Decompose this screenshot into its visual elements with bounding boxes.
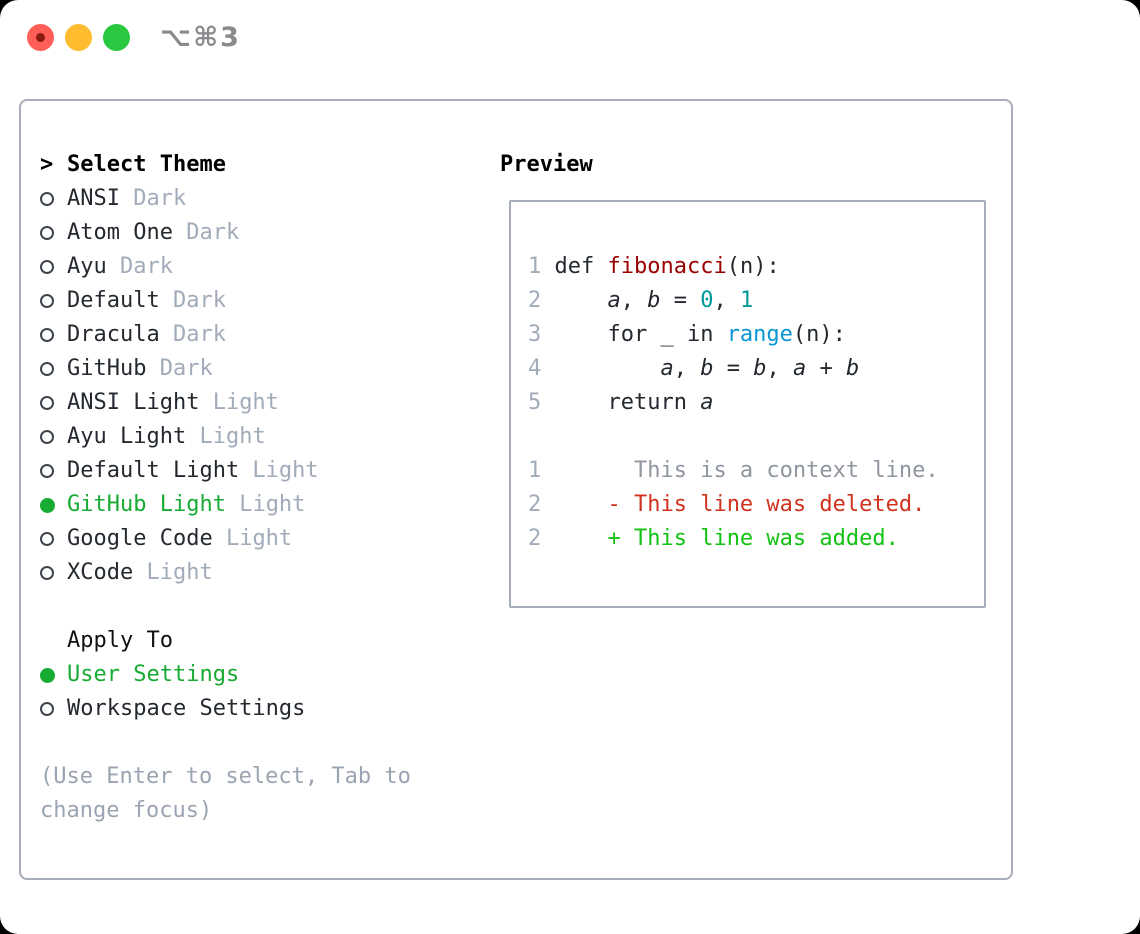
variant-label: Light bbox=[199, 390, 279, 415]
apply-option[interactable]: User Settings bbox=[40, 658, 480, 692]
option-label: GitHub bbox=[67, 356, 147, 381]
radio-unselected-icon bbox=[40, 260, 67, 274]
code-line: 1 This is a context line. bbox=[528, 458, 939, 483]
theme-option[interactable]: XCode Light bbox=[40, 556, 480, 590]
variant-label: Dark bbox=[159, 322, 226, 347]
radio-unselected-icon bbox=[40, 464, 67, 478]
option-label: XCode bbox=[67, 560, 134, 585]
option-label: Atom One bbox=[67, 220, 173, 245]
close-button[interactable] bbox=[27, 24, 54, 51]
select-theme-label: Select Theme bbox=[67, 152, 226, 177]
option-label: GitHub Light bbox=[67, 492, 226, 517]
code-line: 2 + This line was added. bbox=[528, 526, 899, 551]
option-label: Workspace Settings bbox=[67, 696, 306, 721]
radio-unselected-icon bbox=[40, 702, 67, 716]
radio-unselected-icon bbox=[40, 226, 67, 240]
code-line: 3 for _ in range(n): bbox=[528, 322, 846, 347]
theme-option[interactable]: ANSI Dark bbox=[40, 182, 480, 216]
code-line: 1 def fibonacci(n): bbox=[528, 254, 780, 279]
theme-option[interactable]: Atom One Dark bbox=[40, 216, 480, 250]
code-line: 2 a, b = 0, 1 bbox=[528, 288, 754, 313]
variant-label: Light bbox=[212, 526, 293, 551]
spacer bbox=[40, 590, 480, 624]
radio-unselected-icon bbox=[40, 192, 67, 206]
preview-box: 1 def fibonacci(n): 2 a, b = 0, 1 3 for _ … bbox=[509, 200, 986, 608]
theme-option[interactable]: Google Code Light bbox=[40, 522, 480, 556]
window-title: ⌥⌘3 bbox=[160, 22, 241, 53]
option-label: ANSI Light bbox=[67, 390, 200, 415]
minimize-button[interactable] bbox=[65, 24, 92, 51]
variant-label: Dark bbox=[159, 288, 226, 313]
code-line bbox=[528, 420, 974, 454]
theme-option[interactable]: Ayu Dark bbox=[40, 250, 480, 284]
radio-selected-icon bbox=[40, 667, 67, 683]
option-label: Ayu Light bbox=[67, 424, 187, 449]
apply-option[interactable]: Workspace Settings bbox=[40, 692, 480, 726]
radio-unselected-icon bbox=[40, 396, 67, 410]
variant-label: Light bbox=[239, 458, 319, 483]
theme-option[interactable]: GitHub Light Light bbox=[40, 488, 480, 522]
theme-option[interactable]: Default Light Light bbox=[40, 454, 480, 488]
select-theme-header: > Select Theme bbox=[40, 148, 480, 182]
theme-option[interactable]: GitHub Dark bbox=[40, 352, 480, 386]
option-label: Default Light bbox=[67, 458, 240, 483]
hint-text: (Use Enter to select, Tab to change focu… bbox=[40, 764, 411, 823]
variant-label: Dark bbox=[146, 356, 213, 381]
code-line: 4 a, b = b, a + b bbox=[528, 356, 860, 381]
theme-option[interactable]: Dracula Dark bbox=[40, 318, 480, 352]
radio-unselected-icon bbox=[40, 362, 67, 376]
theme-option[interactable]: Ayu Light Light bbox=[40, 420, 480, 454]
theme-option[interactable]: ANSI Light Light bbox=[40, 386, 480, 420]
code-line: 5 return a bbox=[528, 390, 714, 415]
close-dot-icon bbox=[36, 33, 45, 42]
variant-label: Light bbox=[133, 560, 213, 585]
caret-icon: > bbox=[40, 152, 54, 177]
apply-to-label: Apply To bbox=[67, 628, 173, 653]
radio-unselected-icon bbox=[40, 294, 67, 308]
option-label: Dracula bbox=[67, 322, 160, 347]
option-label: User Settings bbox=[67, 662, 240, 687]
theme-option[interactable]: Default Dark bbox=[40, 284, 480, 318]
radio-selected-icon bbox=[40, 497, 67, 513]
radio-unselected-icon bbox=[40, 430, 67, 444]
radio-unselected-icon bbox=[40, 566, 67, 580]
code-preview: 1 def fibonacci(n): 2 a, b = 0, 1 3 for _ … bbox=[528, 250, 974, 556]
preview-header: Preview bbox=[500, 152, 593, 177]
variant-label: Light bbox=[225, 492, 306, 517]
variant-label: Dark bbox=[172, 220, 240, 245]
option-label: ANSI bbox=[67, 186, 120, 211]
option-label: Default bbox=[67, 288, 160, 313]
variant-label: Dark bbox=[106, 254, 173, 279]
variant-label: Dark bbox=[119, 186, 187, 211]
option-label: Google Code bbox=[67, 526, 213, 551]
radio-unselected-icon bbox=[40, 532, 67, 546]
spacer bbox=[40, 726, 480, 760]
radio-unselected-icon bbox=[40, 328, 67, 342]
variant-label: Light bbox=[186, 424, 266, 449]
code-line: 2 - This line was deleted. bbox=[528, 492, 926, 517]
option-label: Ayu bbox=[67, 254, 107, 279]
apply-to-header: Apply To bbox=[40, 624, 480, 658]
zoom-button[interactable] bbox=[103, 24, 130, 51]
